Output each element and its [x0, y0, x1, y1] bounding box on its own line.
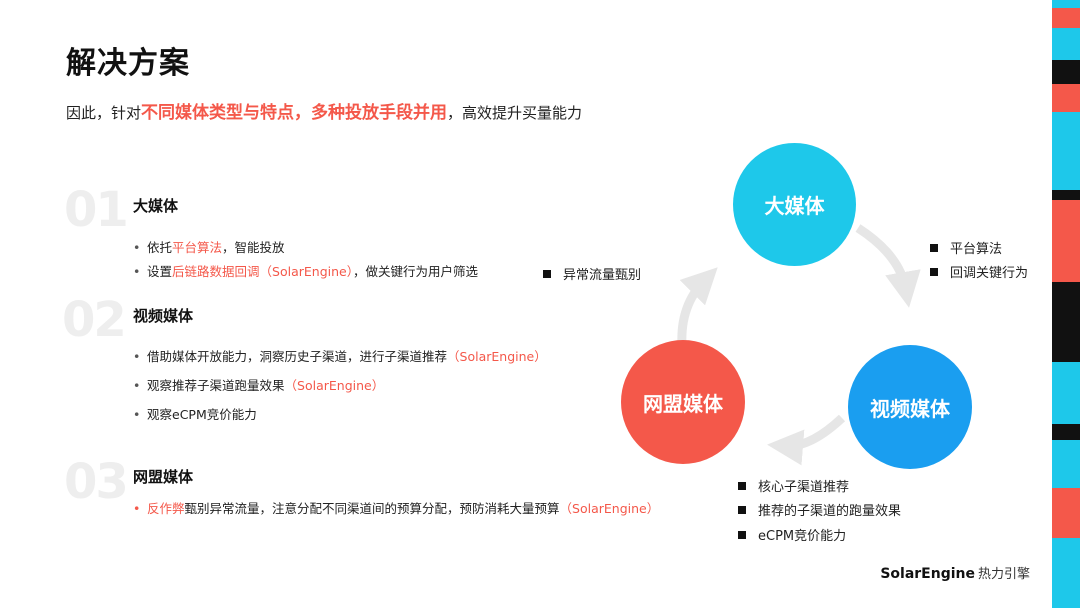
- section-title-big-media: 大媒体: [133, 197, 179, 215]
- bullet-item: •设置后链路数据回调（SolarEngine），做关键行为用户筛选: [133, 264, 478, 279]
- logo-cn: 热力引擎: [977, 567, 1030, 582]
- note-bottom: 核心子渠道推荐: [738, 476, 849, 495]
- note-bottom: eCPM竞价能力: [738, 525, 846, 544]
- square-bullet-icon: [738, 531, 746, 539]
- section-number-02: 02: [62, 292, 127, 348]
- logo-brand: SolarEngine: [880, 566, 975, 582]
- note-bottom: 推荐的子渠道的跑量效果: [738, 500, 901, 519]
- circle-big-media: 大媒体: [733, 143, 856, 266]
- bullet-item: •反作弊甄别异常流量，注意分配不同渠道间的预算分配，预防消耗大量预算（Solar…: [133, 501, 660, 516]
- note-right: 平台算法: [930, 238, 1002, 257]
- subtitle: 因此，针对不同媒体类型与特点，多种投放手段并用，高效提升买量能力: [66, 98, 582, 123]
- subtitle-highlight-1: 不同媒体类型与特点: [141, 103, 295, 123]
- subtitle-highlight-2: 多种投放手段并用: [311, 103, 448, 123]
- note-right: 回调关键行为: [930, 262, 1028, 281]
- arrow-top-to-right: [855, 224, 921, 308]
- section-title-video-media: 视频媒体: [133, 307, 194, 325]
- section-number-01: 01: [64, 182, 129, 238]
- subtitle-pre: 因此，针对: [66, 104, 142, 122]
- section-number-03: 03: [64, 454, 129, 510]
- note-left: 异常流量甄别: [543, 264, 641, 283]
- section-title-network-media: 网盟媒体: [133, 468, 194, 486]
- square-bullet-icon: [930, 244, 938, 252]
- subtitle-sep: ，: [294, 103, 312, 123]
- arrow-left-to-top: [677, 267, 718, 346]
- square-bullet-icon: [930, 268, 938, 276]
- arrow-right-to-left: [767, 414, 846, 466]
- subtitle-post: ，高效提升买量能力: [447, 104, 583, 122]
- bullet-item: •借助媒体开放能力，洞察历史子渠道，进行子渠道推荐（SolarEngine）: [133, 349, 547, 364]
- square-bullet-icon: [738, 506, 746, 514]
- bullet-item: •依托平台算法，智能投放: [133, 240, 285, 255]
- page-title: 解决方案: [66, 46, 190, 81]
- bullet-item: •观察推荐子渠道跑量效果（SolarEngine）: [133, 378, 385, 393]
- circle-video-media: 视频媒体: [848, 345, 972, 469]
- square-bullet-icon: [738, 482, 746, 490]
- bullet-item: •观察eCPM竞价能力: [133, 407, 257, 422]
- cycle-arrows: [677, 224, 921, 466]
- circle-network-media: 网盟媒体: [621, 340, 745, 464]
- square-bullet-icon: [543, 270, 551, 278]
